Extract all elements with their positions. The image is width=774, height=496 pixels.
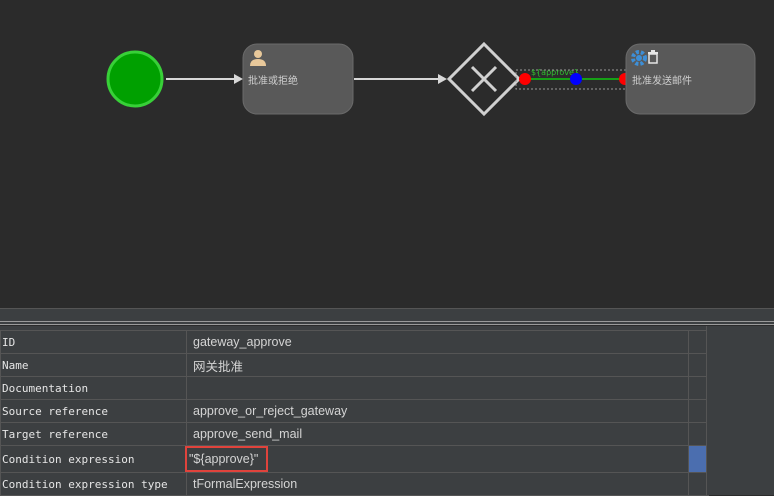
properties-table: ID gateway_approve Name 网关批准 Documentati… <box>0 330 709 496</box>
task-label: 批准或拒绝 <box>248 74 298 87</box>
property-key: Condition expression <box>0 445 187 473</box>
close-icon <box>470 65 498 93</box>
user-task-approve-or-reject[interactable]: 批准或拒绝 <box>242 43 354 115</box>
properties-panel: ID gateway_approve Name 网关批准 Documentati… <box>0 326 774 496</box>
property-value[interactable]: 网关批准 <box>186 353 689 377</box>
property-row-name[interactable]: Name 网关批准 <box>0 353 709 377</box>
property-value[interactable]: approve_or_reject_gateway <box>186 399 689 423</box>
property-key: Condition expression type <box>0 472 187 496</box>
start-event[interactable] <box>106 50 164 108</box>
property-key: Name <box>0 353 187 377</box>
property-row-id[interactable]: ID gateway_approve <box>0 330 709 354</box>
selected-sequence-flow-gateway-approve[interactable]: ${approve} <box>515 68 636 90</box>
property-row-source-reference[interactable]: Source reference approve_or_reject_gatew… <box>0 399 709 423</box>
flow-midpoint-handle[interactable] <box>570 73 582 85</box>
splitter-line <box>0 324 774 325</box>
properties-side-pane <box>706 326 774 495</box>
service-task-approve-send-mail[interactable]: 批准发送邮件 <box>625 43 756 115</box>
user-icon <box>250 50 266 66</box>
condition-expression-value[interactable]: "${approve}" <box>185 446 269 472</box>
property-row-documentation[interactable]: Documentation <box>0 376 709 400</box>
property-key: ID <box>0 330 187 354</box>
trash-icon <box>648 50 658 64</box>
process-diagram-canvas[interactable]: 批准或拒绝 ${approve} 批准发送邮件 <box>0 0 774 308</box>
property-row-target-reference[interactable]: Target reference approve_send_mail <box>0 422 709 446</box>
exclusive-gateway[interactable] <box>446 41 522 117</box>
panel-splitter[interactable] <box>0 308 774 325</box>
property-key: Documentation <box>0 376 187 400</box>
splitter-line <box>0 321 774 322</box>
flow-condition-label: ${approve} <box>531 68 579 77</box>
flow-source-handle[interactable] <box>519 73 531 85</box>
sequence-flow-task-to-gateway[interactable] <box>354 74 447 84</box>
property-row-condition-expression-type[interactable]: Condition expression type tFormalExpress… <box>0 472 709 496</box>
property-value[interactable]: approve_send_mail <box>186 422 689 446</box>
property-value-cell[interactable]: "${approve}" <box>185 445 689 473</box>
property-value[interactable]: tFormalExpression <box>186 472 689 496</box>
property-value[interactable]: gateway_approve <box>186 330 689 354</box>
property-row-condition-expression[interactable]: Condition expression "${approve}" <box>0 445 709 473</box>
property-key: Target reference <box>0 422 187 446</box>
sequence-flow-start-to-task[interactable] <box>166 74 243 84</box>
property-value[interactable] <box>186 376 689 400</box>
diagram-svg: 批准或拒绝 ${approve} 批准发送邮件 <box>106 41 756 117</box>
task-label: 批准发送邮件 <box>632 74 692 87</box>
gear-icon <box>631 50 647 66</box>
property-key: Source reference <box>0 399 187 423</box>
